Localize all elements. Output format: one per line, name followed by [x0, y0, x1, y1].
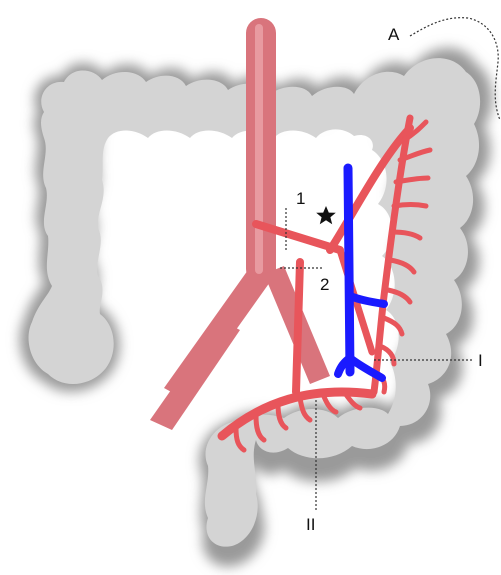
label-roman-two: II: [306, 515, 315, 534]
star-icon: [316, 206, 336, 224]
label-a: A: [388, 25, 400, 44]
vein-trunk: [348, 168, 350, 372]
label-1: 1: [296, 189, 305, 208]
label-roman-one: I: [478, 351, 483, 370]
inferior-mesenteric-artery: [296, 262, 300, 392]
aorta-highlight: [255, 24, 263, 274]
iliac-lower-branch: [150, 320, 240, 430]
label-2: 2: [320, 275, 329, 294]
